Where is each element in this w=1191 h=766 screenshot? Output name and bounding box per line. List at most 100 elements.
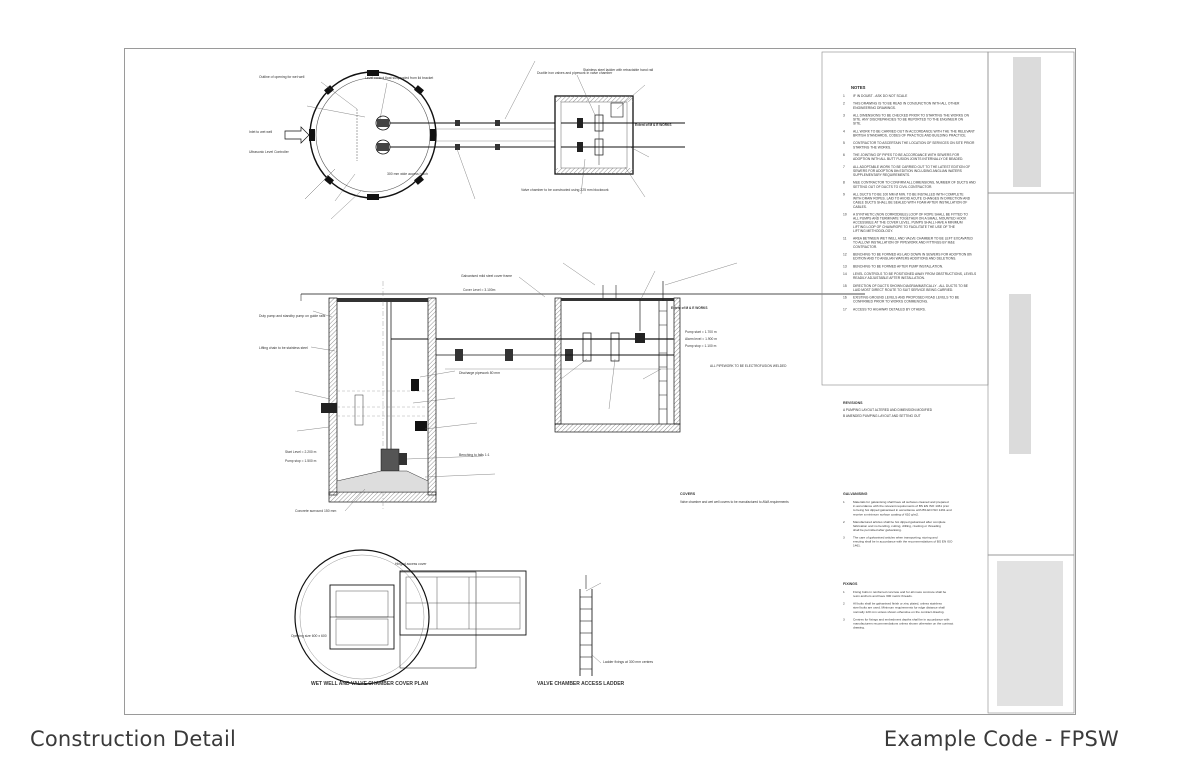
galvanising-item: Manufactured articles shall be hot dippe…	[853, 520, 946, 532]
annotation: Ductile iron valves and pipework in valv…	[537, 71, 613, 75]
leader-lines-section	[294, 262, 738, 512]
note-number: 15	[843, 284, 847, 288]
note-number: 9	[843, 193, 845, 197]
galvanising-list: 1 Materials for galvanising shall have al…	[843, 500, 953, 548]
note-item: IF IN DOUBT - ASK DO NOT SCALE	[853, 94, 908, 98]
rising-main-pipes	[436, 120, 555, 150]
note-item: ALL DUCTS TO BE 100 MM Ø MIN. TO BE INST…	[853, 193, 971, 209]
revision-item: A PUMPING LAYOUT ALTERED AND DIMENSION M…	[843, 408, 933, 412]
ladder-title: VALVE CHAMBER ACCESS LADDER	[537, 681, 625, 687]
wet-well-section	[300, 281, 865, 509]
note-item: THE JOINTING OF PIPES TO BE ACCORDANCE W…	[853, 153, 963, 161]
fixings-item: Centres for fixings and embedment depths…	[853, 617, 953, 629]
duty-level: Alarm level = 1.900 m	[685, 337, 717, 341]
note-number: 7	[843, 165, 845, 169]
valve-chamber-section	[554, 281, 681, 433]
galvanising-number: 1	[843, 500, 845, 504]
note-number: 5	[843, 141, 845, 145]
annotation: Inlet to wet well	[249, 130, 272, 134]
pump-note: ALL PIPEWORK TO BE ELECTROFUSION WELDED	[710, 364, 787, 368]
cover-level: Cover Level = 3.100m	[463, 288, 496, 292]
duty-level: Pump start = 1.700 m	[685, 330, 717, 334]
annotation: Ultrasonic Level Controller	[249, 150, 290, 154]
note-number: 10	[843, 213, 847, 217]
fixings-number: 3	[843, 617, 845, 621]
galvanising-number: 3	[843, 536, 845, 540]
fixings-number: 2	[843, 602, 845, 606]
note-number: 1	[843, 94, 845, 98]
note-item: CONTRACTOR TO ASCERTAIN THE LOCATION OF …	[853, 141, 975, 149]
galvanising-title: GALVANISING	[843, 492, 868, 496]
annotation: Opening size 600 x 600	[291, 634, 327, 638]
annotation: Duty pump and standby pump on guide rail…	[259, 314, 326, 318]
note-item: ALL DIMENSIONS TO BE CHECKED PRIOR TO ST…	[853, 114, 970, 126]
revision-item: B AMENDED PUMPING LAYOUT AND SETTING OUT	[843, 414, 921, 418]
caption-left: Construction Detail	[30, 727, 237, 751]
fixings-item: All bolts shall be galvanised finish or …	[853, 602, 945, 614]
annotation: Level control float suspended from lid b…	[365, 76, 433, 80]
note-number: 12	[843, 253, 847, 257]
note-item: AREA BETWEEN WET WELL AND VALVE CHAMBER …	[853, 237, 973, 249]
annotation: Discharge pipework 80 mm	[459, 371, 500, 375]
blurred-title	[1009, 294, 1031, 454]
covers-title: COVERS	[680, 492, 696, 496]
title-block	[987, 51, 1075, 714]
annotation: Galvanised mild steel cover frame	[461, 274, 512, 278]
annotation: Stainless steel ladder with retractable …	[583, 68, 653, 72]
note-number: 13	[843, 264, 847, 268]
note-item: BENCHING TO BE FORMED AFTER PUMP INSTALL…	[853, 264, 943, 268]
note-number: 14	[843, 272, 847, 276]
cover-plan	[294, 549, 527, 685]
access-ladder	[579, 575, 602, 676]
annotation: Lifting chain to be stainless steel	[259, 346, 308, 350]
notes-title: NOTES	[851, 85, 866, 90]
annotation: Hinged access cover	[395, 562, 427, 566]
covers-text: Valve chamber and wet well covers to be …	[680, 500, 789, 504]
drawing-annotations: Outline of opening for wet well Level co…	[249, 68, 789, 687]
plan-title: WET WELL AND VALVE CHAMBER COVER PLAN	[311, 681, 428, 687]
blurred-logo	[1013, 57, 1041, 187]
galvanising-number: 2	[843, 520, 845, 524]
caption-right: Example Code - FPSW	[883, 727, 1119, 751]
valve-chamber-plan	[554, 95, 685, 175]
annotation: Ladder fixings at 300 mm centres	[603, 660, 653, 664]
section-level: Pump stop = 1.500 m	[285, 459, 317, 463]
note-item: ALL ADOPTABLE WORK TO BE CARRIED OUT TO …	[853, 165, 970, 177]
notes-list: 1 IF IN DOUBT - ASK DO NOT SCALE 2 THIS DRA…	[843, 94, 977, 311]
note-number: 6	[843, 153, 845, 157]
fixings-item: Fixing bolts in reinforced concrete and …	[853, 590, 946, 598]
note-number: 11	[843, 237, 847, 241]
annotation: Valve chamber to be constructed using 22…	[521, 188, 609, 192]
annotation: 300 mm wide access hatch	[387, 172, 428, 176]
drawing-canvas: Outline of opening for wet well Level co…	[249, 51, 1075, 714]
galvanising-item: Materials for galvanising shall have all…	[853, 500, 952, 516]
note-item: THIS DRAWING IS TO BE READ IN CONJUNCTIO…	[853, 102, 960, 110]
note-number: 8	[843, 181, 845, 185]
note-number: 4	[843, 129, 845, 133]
note-number: 17	[843, 307, 847, 311]
note-item: ALL WORK TO BE CARRIED OUT IN ACCORDANCE…	[853, 129, 975, 137]
extent-label-top: Extent of M & E WORKS	[635, 123, 671, 127]
blurred-drawing-info	[997, 561, 1063, 706]
annotation: Benching to falls 1:1	[459, 453, 490, 457]
duty-level: Pump stop = 1.100 m	[685, 344, 717, 348]
note-item: BENCHING TO BE FORMED AS LAID DOWN IN SE…	[853, 253, 972, 261]
note-item: ACCESS TO HIGHWAY DETAILED BY OTHERS.	[853, 307, 926, 311]
note-item: M&E CONTRACTOR TO CONFIRM ALL DIMENSIONS…	[853, 181, 976, 189]
revisions-title: REVISIONS	[843, 401, 863, 405]
extent-label-mid: Extent of M & E WORKS	[671, 306, 707, 310]
fixings-number: 1	[843, 590, 845, 594]
note-item: A SYNTHETIC (NON CORRODIBLE) LOOP OF ROP…	[853, 213, 968, 233]
note-item: EXISTING GROUND LEVELS AND PROPOSED ROAD…	[853, 296, 960, 304]
leader-lines-top	[306, 60, 650, 220]
wet-well-plan	[284, 70, 437, 200]
note-number: 2	[843, 102, 845, 106]
annotation: Concrete surround 150 mm	[295, 509, 336, 513]
note-number: 3	[843, 114, 845, 118]
section-level: Start Level = 2.200 m	[285, 450, 317, 454]
note-item: DIRECTION OF DUCTS SHOWN DIAGRAMMATICALL…	[853, 284, 969, 292]
note-number: 16	[843, 296, 847, 300]
fixings-list: 1 Fixing bolts in reinforced concrete and…	[843, 590, 953, 630]
drawing-sheet: Outline of opening for wet well Level co…	[124, 48, 1076, 715]
fixings-title: FIXINGS	[843, 582, 858, 586]
